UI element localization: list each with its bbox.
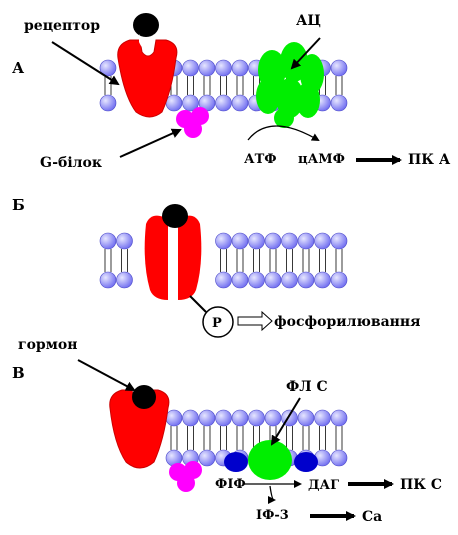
receptor-b-right — [178, 215, 202, 300]
arrow-ac-label — [290, 37, 321, 70]
receptor-b-gap — [168, 228, 178, 298]
lipid-head — [248, 271, 265, 289]
camp-label: цАМФ — [298, 152, 345, 167]
lipid-head — [165, 409, 183, 427]
phosphate-circle — [202, 306, 234, 338]
ip3-label: ІФ-3 — [256, 508, 289, 523]
lipid-head — [182, 409, 199, 427]
pkc-label: ПК С — [400, 477, 442, 493]
lipid-head — [314, 271, 331, 289]
hormone-label: гормон — [18, 337, 77, 353]
ca-label: Ca — [362, 509, 382, 525]
arrow-pip-ip3 — [267, 485, 276, 504]
panel-c-letter: В — [12, 364, 25, 382]
receptor-label: рецептор — [24, 18, 100, 34]
panel-c: В гормон ФЛ С ФІФ ДАГ ПК С ІФ-3 Ca — [12, 337, 442, 525]
dag-label: ДАГ — [308, 478, 339, 493]
lipid-head — [297, 271, 315, 289]
adenylyl-cyclase — [256, 42, 324, 128]
plc-label: ФЛ С — [286, 379, 328, 395]
ligand-b — [162, 204, 188, 228]
lipid-head — [297, 232, 315, 250]
arrow-receptor-label — [51, 41, 120, 86]
plc-partner-left — [224, 452, 248, 472]
lipid-head — [215, 94, 232, 112]
lipid-head — [314, 409, 331, 427]
g-protein-c — [169, 461, 202, 492]
lipid-head — [297, 409, 315, 427]
lipid-head — [281, 271, 298, 289]
receptor-a — [117, 39, 178, 118]
lipid-head — [165, 94, 183, 112]
panel-b: Р Б фосфорилювання — [12, 196, 421, 338]
lipid-head — [330, 94, 348, 112]
phospholipase-c — [248, 440, 292, 480]
arrow-hormone-label — [77, 359, 136, 391]
lipid-head — [198, 59, 216, 77]
ligand-c — [132, 385, 156, 409]
membrane-b — [99, 232, 348, 289]
lipid-head — [231, 409, 249, 427]
lipid-head — [281, 232, 298, 250]
lipid-head — [264, 232, 282, 250]
receptor-b-left — [144, 215, 168, 300]
lipid-head — [231, 271, 249, 289]
lipid-head — [248, 232, 265, 250]
lipid-head — [198, 449, 216, 467]
lipid-head — [330, 271, 348, 289]
pip-label: ФІФ — [215, 477, 246, 492]
lipid-head — [248, 409, 265, 427]
arrow-plc-label — [270, 397, 301, 446]
ac-label: АЦ — [296, 13, 321, 29]
g-protein-label: G-білок — [40, 155, 102, 171]
phosphorylation-label: фосфорилювання — [274, 314, 421, 330]
panel-a-letter: А — [12, 59, 25, 77]
lipid-head — [182, 94, 199, 112]
lipid-head — [330, 449, 348, 467]
lipid-head — [215, 409, 232, 427]
lipid-head — [330, 232, 348, 250]
lipid-head — [231, 232, 249, 250]
lipid-head — [215, 232, 232, 250]
arrow-atp-camp — [247, 125, 320, 142]
lipid-head — [231, 94, 249, 112]
lipid-head — [116, 232, 133, 250]
lipid-head — [330, 59, 348, 77]
panel-b-letter: Б — [12, 196, 25, 214]
lipid-head — [99, 271, 117, 289]
g-protein-a — [176, 107, 209, 138]
lipid-head — [99, 94, 117, 112]
lipid-head — [99, 59, 117, 77]
lipid-head — [264, 409, 282, 427]
panel-a: А рецептор АЦ G-білок АТФ цАМФ ПК А — [12, 13, 451, 171]
lipid-head — [314, 232, 331, 250]
phosphate-label: Р — [212, 316, 222, 331]
lipid-head — [330, 409, 348, 427]
atp-label: АТФ — [244, 152, 277, 167]
lipid-head — [99, 232, 117, 250]
ligand-a — [133, 13, 159, 37]
lipid-head — [231, 59, 249, 77]
lipid-head — [215, 271, 232, 289]
lipid-head — [215, 59, 232, 77]
pka-label: ПК А — [408, 152, 451, 168]
lipid-head — [198, 409, 216, 427]
arrow-g-protein-label — [119, 128, 182, 158]
lipid-head — [264, 271, 282, 289]
arrow-phosphorylation — [237, 310, 273, 332]
lipid-head — [116, 271, 133, 289]
lipid-head — [182, 59, 199, 77]
plc-partner-right — [294, 452, 318, 472]
receptor-a-notch — [139, 34, 154, 50]
phosphate-stalk — [189, 295, 207, 313]
